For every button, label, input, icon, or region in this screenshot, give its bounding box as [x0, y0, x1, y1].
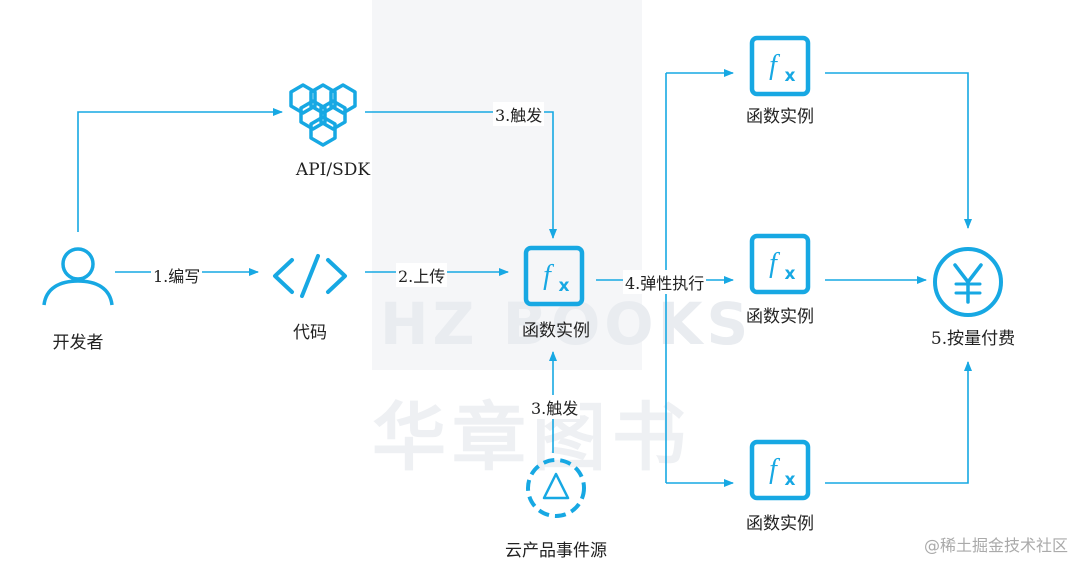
edge-bottom-to-billing — [825, 361, 972, 484]
svg-text:x: x — [785, 470, 796, 490]
node-label-developer: 开发者 — [52, 333, 104, 353]
svg-text:f: f — [769, 50, 780, 81]
edge-developer-to-api — [77, 108, 283, 232]
connectors — [77, 69, 972, 487]
function-icon-bottom: f x — [749, 439, 811, 501]
node-label-api-sdk: API/SDK — [295, 160, 371, 180]
svg-text:x: x — [559, 276, 570, 296]
credit-watermark: @稀土掘金技术社区 — [923, 536, 1068, 555]
node-label-function-bottom: 函数实例 — [746, 514, 814, 534]
function-icon-middle: f x — [749, 233, 811, 295]
triangle-event-icon — [526, 458, 586, 518]
node-label-function-top: 函数实例 — [746, 107, 814, 127]
node-label-function-middle: 函数实例 — [746, 307, 814, 327]
svg-text:f: f — [769, 454, 780, 485]
user-icon — [42, 247, 114, 306]
edge-label-trigger-event: 3.触发 — [529, 395, 581, 419]
yen-icon — [933, 247, 1003, 317]
function-icon-top: f x — [749, 35, 811, 97]
node-label-function-center: 函数实例 — [522, 321, 590, 341]
edge-label-elastic-exec: 4.弹性执行 — [623, 270, 707, 294]
svg-text:x: x — [785, 66, 796, 86]
svg-text:x: x — [785, 264, 796, 284]
svg-text:f: f — [769, 248, 780, 279]
watermark-hz-text: HZ BOOKS — [380, 290, 753, 358]
edge-label-trigger-api: 3.触发 — [493, 102, 545, 126]
edge-top-to-billing — [825, 72, 972, 229]
code-icon — [273, 254, 347, 298]
edge-label-write: 1.编写 — [151, 263, 203, 287]
edge-trigger-api — [365, 111, 557, 239]
function-icon-center: f x — [523, 245, 585, 307]
svg-text:f: f — [543, 260, 554, 291]
edge-label-upload: 2.上传 — [396, 263, 448, 287]
node-label-billing: 5.按量付费 — [930, 329, 1016, 349]
watermark-background — [372, 0, 642, 370]
hexagon-cluster-icon — [289, 83, 357, 147]
node-label-event-source: 云产品事件源 — [505, 541, 607, 561]
node-label-code: 代码 — [293, 323, 327, 343]
